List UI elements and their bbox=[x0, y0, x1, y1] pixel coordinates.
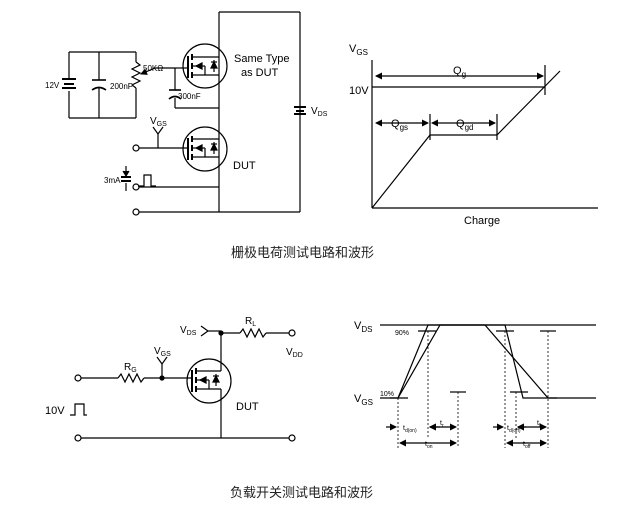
ref-fet-label2: as DUT bbox=[241, 67, 279, 79]
sw-dut-label: DUT bbox=[236, 401, 259, 413]
p90-label: 90% bbox=[395, 330, 409, 337]
gate-charge-curve bbox=[371, 70, 561, 209]
qgs-label: Qgs bbox=[391, 118, 408, 132]
gate-charge-circuit bbox=[62, 11, 306, 216]
vdd-label: VDD bbox=[286, 347, 303, 359]
pulse-label: 10V bbox=[45, 405, 65, 417]
switching-circuit-labels: VDS RL VDD RG VGS DUT 10V bbox=[45, 316, 303, 417]
wf-vds-label: VDS bbox=[354, 320, 372, 334]
sw-vgs-label: VGS bbox=[154, 346, 171, 358]
sw-vds-label: VDS bbox=[180, 325, 197, 337]
qg-label: Qg bbox=[453, 65, 466, 79]
ton-label: ton bbox=[425, 441, 433, 450]
vds-label: VDS bbox=[311, 106, 328, 118]
gate-charge-caption: 栅极电荷测试电路和波形 bbox=[231, 246, 375, 261]
gate-charge-waveform bbox=[371, 60, 598, 209]
td-on-label: td(on) bbox=[403, 425, 417, 434]
dut-label: DUT bbox=[233, 160, 256, 172]
vgs-label: VGS bbox=[150, 116, 167, 128]
rl-label: RL bbox=[245, 316, 256, 328]
y-axis-label: VGS bbox=[349, 43, 368, 57]
pot-label: 50KΩ bbox=[143, 64, 163, 73]
switching-waveform bbox=[380, 324, 596, 448]
td-off-label: td(off) bbox=[507, 425, 521, 434]
switching-caption: 负载开关测试电路和波形 bbox=[230, 486, 374, 501]
current-label: 3mA bbox=[104, 176, 121, 185]
supply-label: 12V bbox=[45, 81, 60, 90]
level-label: 10V bbox=[349, 85, 369, 97]
wf-vgs-label: VGS bbox=[354, 393, 373, 407]
gate-charge-waveform-labels: VGS 10V Charge Qg Qgs Qgd bbox=[349, 43, 500, 227]
x-axis-label: Charge bbox=[464, 215, 500, 227]
tf-label: tf bbox=[537, 420, 541, 429]
gate-charge-circuit-labels: 12V 200nF 50KΩ 300nF Same Type as DUT VG… bbox=[45, 53, 328, 185]
toff-label: toff bbox=[523, 441, 531, 450]
cap1-label: 200nF bbox=[110, 82, 133, 91]
switching-circuit bbox=[70, 325, 296, 442]
ref-fet-label: Same Type bbox=[234, 53, 289, 65]
qgd-label: Qgd bbox=[456, 118, 473, 132]
cap2-label: 300nF bbox=[178, 92, 201, 101]
p10-label: 10% bbox=[380, 391, 394, 398]
rg-label: RG bbox=[124, 362, 137, 374]
switching-waveform-labels: VDS VGS 90% 10% td(on) tr ton td(off) tf… bbox=[354, 320, 541, 450]
tr-label: tr bbox=[440, 420, 444, 429]
